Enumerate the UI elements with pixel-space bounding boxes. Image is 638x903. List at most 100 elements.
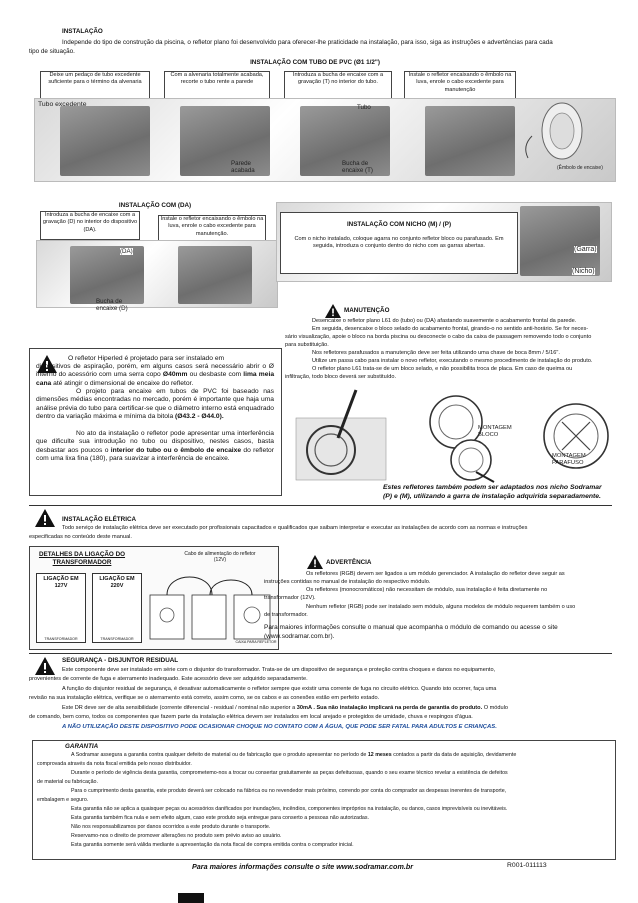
page-tab-mark: [178, 893, 204, 903]
wall-block-2: [180, 106, 270, 176]
diagram-127-label: LIGAÇÃO EM 127V: [43, 576, 79, 589]
advertencia-heading: ADVERTÊNCIA: [326, 559, 372, 566]
wall-block-1: [60, 106, 150, 176]
manutencao-p2c: para substituição.: [285, 342, 329, 348]
seguranca-l3: A função do disjuntor residual de segura…: [62, 686, 497, 692]
garantia-g2a: Durante o período de vigência desta gara…: [71, 770, 508, 776]
pvc-step-1-box: Deixe um pedaço de tubo excedente sufici…: [40, 71, 150, 99]
manutencao-p2b: sário visualização, apoie o bloco na bor…: [285, 334, 592, 340]
hiperled-p2-text: O projeto para encaixe em tubos de PVC f…: [36, 388, 274, 420]
advertencia-p4a: Para maiores informações consulte o manu…: [264, 624, 558, 631]
footer-info: Para maiores informações consulte o site…: [192, 862, 414, 871]
label-da: (DA): [120, 248, 133, 255]
diagram-caixa-label: CAIXA PARA REFLETOR: [235, 640, 277, 644]
wall-block-4: [425, 106, 515, 176]
divider-eletrica: [29, 505, 612, 506]
seguranca-warning-icon: [35, 657, 55, 675]
hiperled-p1-bold2: lima meia cana: [36, 371, 275, 387]
seguranca-alert: A NÃO UTILIZAÇÃO DESTE DISPOSITIVO PODE …: [62, 724, 497, 730]
hiperled-p3: No ato da instalação o refletor pode apr…: [36, 430, 274, 463]
eletrica-line1: Todo serviço de instalação elétrica deve…: [62, 525, 528, 531]
advertencia-p1a: Os refletores (RGB) devem ser ligados a …: [306, 571, 565, 577]
installation-intro-line1: Independe do tipo de construção da pisci…: [62, 39, 553, 46]
diagram-220-label: LIGAÇÃO EM 220V: [99, 576, 135, 589]
da-block-2: [178, 246, 252, 304]
label-montagem-parafuso: MONTAGEM PARAFUSO: [552, 453, 586, 466]
seguranca-heading: SEGURANÇA - DISJUNTOR RESIDUAL: [62, 657, 179, 664]
garantia-g3a: Para o cumprimento desta garantia, este …: [71, 788, 507, 794]
nicho-block: [520, 206, 600, 276]
hiperled-p3-end: do refletor com uma lixa fina (180), par…: [36, 446, 274, 462]
pvc-step-4-box: Instale o refletor encaixando o êmbolo n…: [404, 71, 516, 99]
eletrica-heading: INSTALAÇÃO ELÉTRICA: [62, 516, 137, 523]
advertencia-p3a: Nenhum refletor (RGB) pode ser instalado…: [306, 604, 576, 610]
manutencao-p2a: Em seguida, desencaixe o bloco selado do…: [312, 326, 589, 332]
hiperled-p1-mid: ou desbaste com: [189, 371, 242, 379]
seguranca-l5: Este DR deve ser de alta sensibilidade (…: [62, 705, 508, 712]
pvc-step-4-text: Instale o refletor encaixando o êmbolo n…: [408, 72, 512, 93]
diagram-127-transformer: TRANSFORMADOR: [44, 637, 78, 641]
label-embolo: (Êmbolo de encaixe): [557, 165, 603, 171]
nicho-heading: INSTALAÇÃO COM NICHO (M) / (P): [346, 221, 452, 228]
hiperled-p2: O projeto para encaixe em tubos de PVC f…: [36, 388, 274, 421]
seguranca-l6: de comando, bem como, todos os component…: [29, 714, 473, 720]
garantia-heading: GARANTIA: [65, 743, 99, 750]
garantia-g7: Reservamo-nos o direito de promover alte…: [71, 833, 282, 839]
manutencao-warning-icon: [325, 304, 341, 318]
installation-heading: INSTALAÇÃO: [62, 28, 103, 35]
seguranca-l5c: O módulo: [483, 705, 508, 711]
manutencao-p4: Utilize um passa cabo para instalar o no…: [312, 358, 593, 364]
label-garra: (Garra): [574, 246, 597, 253]
diagram-127-panel: LIGAÇÃO EM 127V TRANSFORMADOR: [36, 573, 86, 643]
manutencao-p3: Nos refletores parafusados a manutenção …: [312, 350, 560, 356]
hiperled-p2-bold: (Ø43.2 - Ø44.0).: [175, 412, 224, 420]
nicho-text-box: INSTALAÇÃO COM NICHO (M) / (P) Com o nic…: [280, 212, 518, 274]
label-bucha-d: Bucha de encaixe (D): [96, 298, 128, 312]
hiperled-p1-lead: O refletor Hiperled é projetado para ser…: [68, 355, 225, 362]
garantia-g6: Não nos responsabilizamos por danos ocor…: [71, 824, 271, 830]
diagram-220-panel: LIGAÇÃO EM 220V TRANSFORMADOR: [92, 573, 142, 643]
diagram-title: DETALHES DA LIGAÇÃO DO TRANSFORMADOR: [38, 551, 126, 566]
advertencia-p2b: transformador (12V).: [264, 595, 316, 601]
seguranca-l2: provenientes de corrente de fuga e aterr…: [29, 676, 308, 682]
pvc-step-3-box: Introduza a bucha de encaixe com a grava…: [284, 71, 392, 99]
hiperled-p1-end: até atingir o dimensional de encaixe do …: [53, 379, 194, 387]
manutencao-p1: Desencaixe o refletor plano L61 do (tubo…: [312, 318, 577, 324]
garantia-g1: A Sodramar assegura a garantia contra qu…: [71, 752, 516, 759]
label-tubo-excedente: Tubo excedente: [38, 101, 87, 108]
da-installation-heading: INSTALAÇÃO COM (DA): [118, 202, 192, 209]
da-block-1: [70, 246, 144, 304]
diagram-wiring: [149, 576, 271, 640]
garantia-g1c: comprovada através da nota fiscal emitid…: [37, 761, 192, 767]
da-step-1-box: Introduza a bucha de encaixe com a grava…: [40, 211, 140, 240]
hiperled-p3-bold: interior do tubo ou o êmbolo de encaixe: [110, 446, 242, 454]
footer-code: R001-011113: [507, 862, 547, 869]
manutencao-note: Estes refletores também podem ser adapta…: [383, 484, 602, 500]
hiperled-p1: dispositivos de aspiração, porém, em alg…: [36, 363, 274, 388]
da-step-1-text: Introduza a bucha de encaixe com a grava…: [42, 212, 138, 233]
garantia-g3b: embalagem e seguro.: [37, 797, 89, 803]
installation-intro-line2: tipo de situação.: [29, 48, 75, 55]
pvc-installation-heading: INSTALAÇÃO COM TUBO DE PVC (Ø1 1/2"): [250, 59, 380, 66]
pvc-step-2-box: Com a alvenaria totalmente acabada, reco…: [164, 71, 270, 99]
hiperled-warning-icon: [37, 355, 57, 373]
label-montagem-bloco: MONTAGEM BLOCO: [478, 425, 512, 438]
pvc-step-2-text: Com a alvenaria totalmente acabada, reco…: [170, 72, 264, 86]
garantia-g1a: A Sodramar assegura a garantia contra qu…: [71, 752, 367, 758]
maintenance-illustration: [295, 389, 609, 483]
advertencia-p2a: Os refletores (monocromáticos) não neces…: [306, 587, 548, 593]
reflector-side-icon: [525, 102, 583, 160]
label-parede-acabada: Parede acabada: [231, 160, 255, 174]
da-step-2-text: Instale o refletor encaixando o êmbolo n…: [160, 216, 264, 237]
seguranca-l4: revisão na sua instalação elétrica, veri…: [29, 695, 380, 701]
seguranca-l1: Este componente deve ser instalado em sé…: [62, 667, 496, 673]
seguranca-l5-bold: 30mA . Sua não instalação implicará na p…: [296, 705, 483, 711]
seguranca-l5a: Este DR deve ser de alta sensibilidade (…: [62, 705, 296, 711]
hiperled-p1-bold1: Ø40mm: [162, 371, 188, 379]
wall-block-3: [300, 106, 390, 176]
manutencao-p5b: infiltração, todo bloco deverá ser subst…: [285, 374, 397, 380]
label-nicho: (Nicho): [572, 268, 595, 275]
hiperled-p1-rest: dispositivos de aspiração, porém, em alg…: [36, 363, 274, 379]
garantia-g2b: de material ou fabricação.: [37, 779, 98, 785]
hiperled-warning-box: O refletor Hiperled é projetado para ser…: [29, 348, 282, 496]
